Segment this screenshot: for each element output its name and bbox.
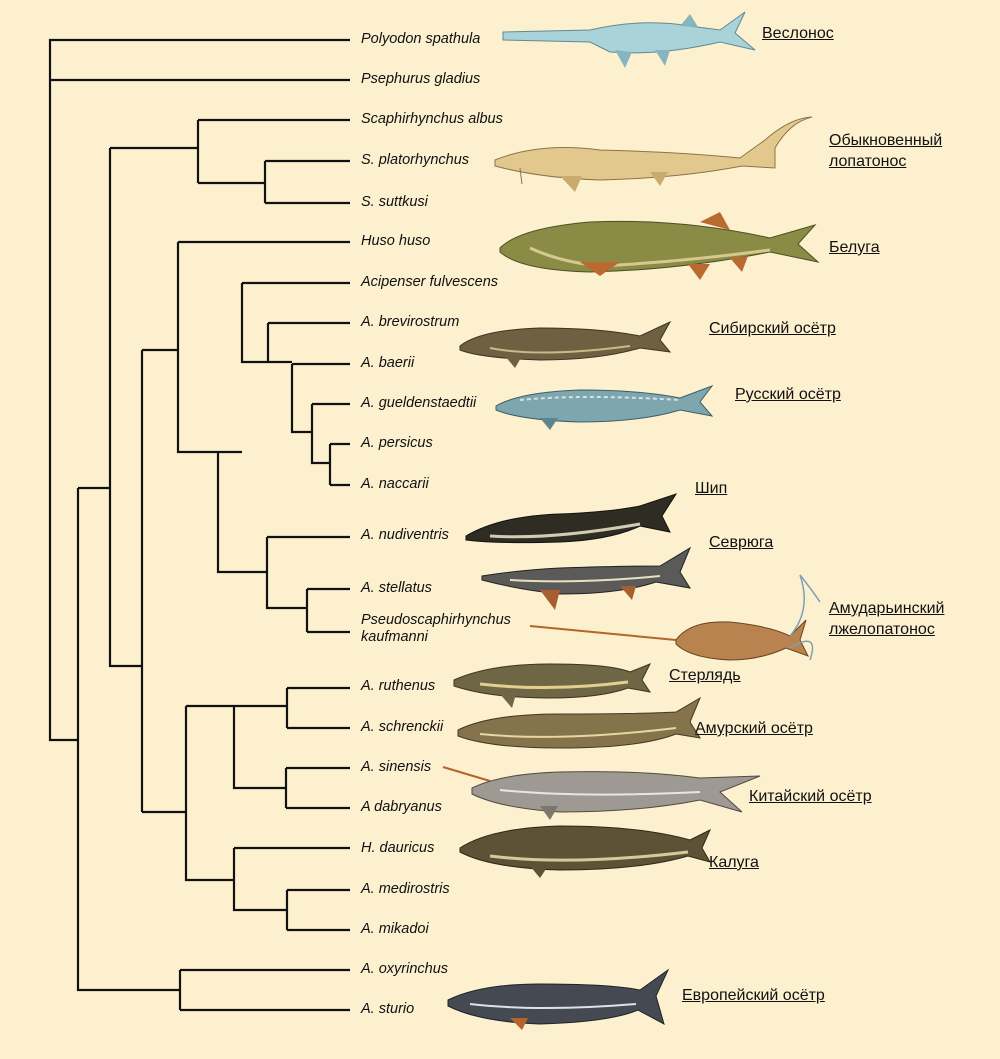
species-label-a-sturio: A. sturio xyxy=(361,1001,415,1017)
species-label-a-schrenckii: A. schrenckii xyxy=(361,719,444,735)
beluga-icon xyxy=(499,212,820,280)
common-name-link-ship[interactable]: Шип xyxy=(695,480,728,497)
common-name-link-veslonos[interactable]: Веслонос xyxy=(762,25,834,42)
sevryuga-icon xyxy=(481,546,692,610)
amur-sturgeon-icon xyxy=(457,696,702,749)
common-name-link-amudarinskii-lzhelopatonos[interactable]: Амударьинский лжелопатонос xyxy=(829,600,945,638)
pointer-line-kaufmanni xyxy=(529,625,677,641)
common-name-link-kaluga[interactable]: Калуга xyxy=(709,854,759,871)
pointer-line-sinensis xyxy=(442,766,491,782)
species-label-s-suttkusi: S. suttkusi xyxy=(361,194,428,210)
species-label-a-nudiventris: A. nudiventris xyxy=(361,527,449,543)
species-label-a-persicus: A. persicus xyxy=(361,435,433,451)
species-label-pseudoscaphirhynchus-kaufmanni: Pseudoscaphirhynchus kaufmanni xyxy=(361,612,511,645)
branch-root xyxy=(48,38,350,742)
species-label-psephurus-gladius: Psephurus gladius xyxy=(361,71,481,87)
species-label-h-dauricus: H. dauricus xyxy=(361,840,435,856)
common-name-link-evropeiskii-osetr[interactable]: Европейский осётр xyxy=(682,987,825,1004)
ship-sturgeon-icon xyxy=(465,493,678,544)
branch-pacific-node xyxy=(184,706,234,882)
branch-ruthenus-node xyxy=(232,706,286,790)
species-label-a-brevirostrum: A. brevirostrum xyxy=(361,314,460,330)
species-label-a-medirostris: A. medirostris xyxy=(361,881,450,897)
species-label-a-sinensis: A. sinensis xyxy=(361,759,432,775)
kaluga-icon xyxy=(459,825,712,878)
branch-huso-node xyxy=(176,242,218,454)
species-label-a-oxyrinchus: A. oxyrinchus xyxy=(361,961,449,977)
species-label-scaphirhynchus-albus: Scaphirhynchus albus xyxy=(361,111,503,127)
branch-baerii-node xyxy=(290,364,312,434)
shovelnose-sturgeon-icon xyxy=(494,116,813,192)
species-label-s-platorhynchus: S. platorhynchus xyxy=(361,152,470,168)
russian-sturgeon-icon xyxy=(495,384,714,430)
common-name-link-sibirskii-osetr[interactable]: Сибирский осётр xyxy=(709,320,836,337)
species-label-a-dabryanus: A dabryanus xyxy=(361,799,442,815)
branch-scaph-node xyxy=(108,148,142,668)
branch-atlantic-node xyxy=(216,452,267,574)
common-name-link-obyknovennyi-lopatonos[interactable]: Обыкновенный лопатонос xyxy=(829,132,943,170)
chinese-sturgeon-icon xyxy=(471,771,761,820)
species-label-a-naccarii: A. naccarii xyxy=(361,476,429,492)
common-name-link-russkii-osetr[interactable]: Русский осётр xyxy=(735,386,841,403)
species-label-huso-huso: Huso huso xyxy=(361,233,431,249)
branch-acipenseridae xyxy=(76,488,180,992)
species-label-polyodon-spathula: Polyodon spathula xyxy=(361,31,481,47)
branch-fulvescens-node xyxy=(240,283,268,364)
branch-nudi-node xyxy=(265,537,307,610)
common-name-link-sterliad[interactable]: Стерлядь xyxy=(669,667,741,684)
common-name-link-beluga[interactable]: Белуга xyxy=(829,239,880,256)
european-sturgeon-icon xyxy=(447,968,670,1030)
species-label-a-baerii: A. baerii xyxy=(361,355,415,371)
species-label-a-gueldenstaedtii: A. gueldenstaedtii xyxy=(361,395,477,411)
common-name-link-sevriuga[interactable]: Севрюга xyxy=(709,534,774,551)
sterlet-icon xyxy=(453,663,652,708)
paddlefish-icon xyxy=(502,11,756,68)
species-label-a-mikadoi: A. mikadoi xyxy=(361,921,429,937)
common-name-link-amurskii-osetr[interactable]: Амурский осётр xyxy=(695,720,813,737)
species-label-acipenser-fulvescens: Acipenser fulvescens xyxy=(361,274,499,290)
siberian-sturgeon-icon xyxy=(459,320,672,368)
species-label-a-stellatus: A. stellatus xyxy=(361,580,432,596)
amu-darya-shovelnose-icon xyxy=(675,574,821,661)
branch-guelden-node xyxy=(310,404,330,465)
species-label-a-ruthenus: A. ruthenus xyxy=(361,678,436,694)
branch-dauricus-node xyxy=(232,848,287,912)
common-name-link-kitaiskii-osetr[interactable]: Китайский осётр xyxy=(749,788,872,805)
